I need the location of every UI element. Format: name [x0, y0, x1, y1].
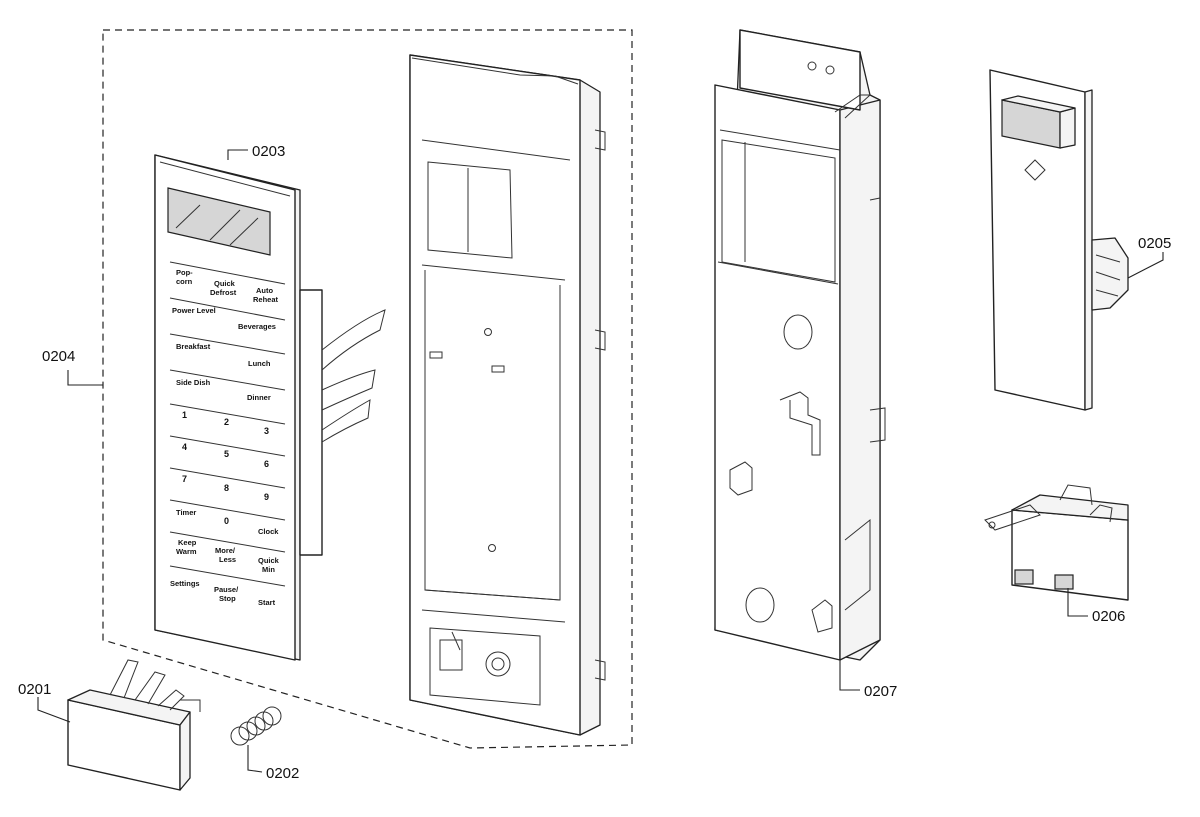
key-auto-reheat-line2: Reheat	[253, 295, 279, 304]
key-lunch: Lunch	[248, 359, 271, 368]
door-switch	[984, 484, 1129, 601]
key-side-dish: Side Dish	[176, 378, 211, 387]
assembly-boundary	[102, 29, 633, 749]
key-quick-defrost-line2: Defrost	[210, 288, 237, 297]
door-release-button	[67, 659, 201, 791]
callout-0205: 0205	[1138, 235, 1171, 252]
key-dinner: Dinner	[247, 393, 271, 402]
control-board	[989, 69, 1129, 411]
key-quick-min-line1: Quick	[258, 556, 280, 565]
key-settings: Settings	[170, 579, 200, 588]
key-quick-defrost-line1: Quick	[214, 279, 236, 288]
key-9: 9	[264, 492, 269, 502]
key-keep-warm-line2: Warm	[176, 547, 197, 556]
key-power-level: Power Level	[172, 306, 216, 315]
key-beverages: Beverages	[238, 322, 276, 331]
key-breakfast: Breakfast	[176, 342, 211, 351]
callout-0201: 0201	[18, 681, 51, 698]
callout-0206: 0206	[1092, 608, 1125, 625]
key-2: 2	[224, 417, 229, 427]
callout-0204: 0204	[42, 348, 75, 365]
key-8: 8	[224, 483, 229, 493]
key-start: Start	[258, 598, 276, 607]
key-0: 0	[224, 516, 229, 526]
callout-0202: 0202	[266, 765, 299, 782]
key-7: 7	[182, 474, 187, 484]
key-quick-min-line2: Min	[262, 565, 275, 574]
callout-0203: 0203	[252, 143, 285, 160]
key-1: 1	[182, 410, 187, 420]
key-3: 3	[264, 426, 269, 436]
key-clock: Clock	[258, 527, 279, 536]
key-pause-stop-line1: Pause/	[214, 585, 239, 594]
key-auto-reheat-line1: Auto	[256, 286, 273, 295]
leader-lines	[37, 149, 1164, 773]
key-6: 6	[264, 459, 269, 469]
keypad-membrane: Pop- corn Quick Defrost Auto Reheat Powe…	[154, 154, 386, 661]
key-timer: Timer	[176, 508, 196, 517]
key-pause-stop-line2: Stop	[219, 594, 236, 603]
key-popcorn-line1: Pop-	[176, 268, 193, 277]
callout-0207: 0207	[864, 683, 897, 700]
key-more-less-line2: Less	[219, 555, 236, 564]
control-panel-frame	[409, 54, 606, 736]
spring	[230, 706, 282, 746]
key-5: 5	[224, 449, 229, 459]
pcb-bracket	[714, 29, 886, 661]
key-more-less-line1: More/	[215, 546, 236, 555]
key-4: 4	[182, 442, 187, 452]
key-popcorn-line2: corn	[176, 277, 193, 286]
key-keep-warm-line1: Keep	[178, 538, 197, 547]
